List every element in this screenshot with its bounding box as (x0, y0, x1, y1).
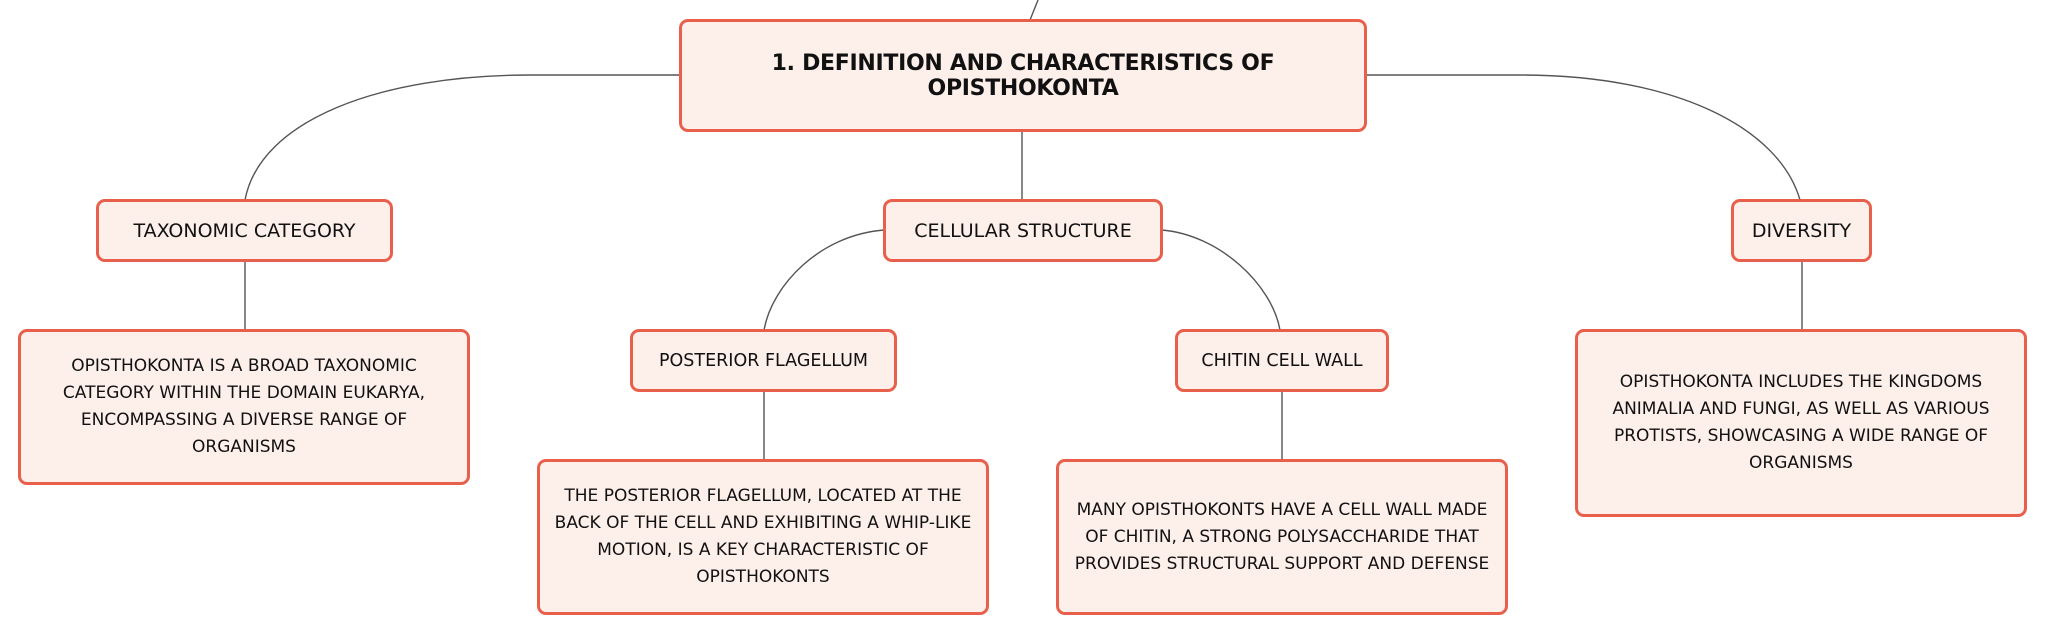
topic-diversity-label: DIVERSITY (1751, 219, 1852, 242)
subtopic-chitin-cell-wall[interactable]: CHITIN CELL WALL (1175, 329, 1389, 392)
root-node[interactable]: 1. DEFINITION AND CHARACTERISTICS OF OPI… (679, 19, 1367, 132)
topic-taxonomic-category[interactable]: TAXONOMIC CATEGORY (96, 199, 393, 262)
note-taxonomic-category-text: OPISTHOKONTA IS A BROAD TAXONOMIC CATEGO… (62, 356, 426, 457)
note-posterior-flagellum-text: THE POSTERIOR FLAGELLUM, LOCATED AT THE … (554, 486, 972, 587)
edge-root-to-taxonomic (244, 74, 680, 201)
subtopic-chitin-cell-wall-label: CHITIN CELL WALL (1201, 350, 1363, 371)
topic-cellular-structure[interactable]: CELLULAR STRUCTURE (883, 199, 1163, 262)
note-diversity[interactable]: OPISTHOKONTA INCLUDES THE KINGDOMS ANIMA… (1575, 329, 2027, 517)
edge-cellular-to-flagellum (763, 229, 885, 331)
topic-taxonomic-category-label: TAXONOMIC CATEGORY (133, 219, 356, 242)
edge-parent-to-root (1029, 0, 1039, 21)
topic-cellular-structure-label: CELLULAR STRUCTURE (914, 219, 1132, 242)
edge-cellular-to-chitin (1161, 229, 1281, 331)
note-posterior-flagellum[interactable]: THE POSTERIOR FLAGELLUM, LOCATED AT THE … (537, 459, 989, 615)
note-taxonomic-category[interactable]: OPISTHOKONTA IS A BROAD TAXONOMIC CATEGO… (18, 329, 470, 485)
subtopic-posterior-flagellum-label: POSTERIOR FLAGELLUM (658, 350, 869, 371)
root-label: 1. DEFINITION AND CHARACTERISTICS OF OPI… (771, 50, 1275, 101)
note-diversity-text: OPISTHOKONTA INCLUDES THE KINGDOMS ANIMA… (1612, 372, 1990, 473)
note-chitin-cell-wall[interactable]: MANY OPISTHOKONTS HAVE A CELL WALL MADE … (1056, 459, 1508, 615)
subtopic-posterior-flagellum[interactable]: POSTERIOR FLAGELLUM (630, 329, 897, 392)
topic-diversity[interactable]: DIVERSITY (1731, 199, 1872, 262)
edge-root-to-diversity (1366, 74, 1801, 201)
note-chitin-cell-wall-text: MANY OPISTHOKONTS HAVE A CELL WALL MADE … (1074, 499, 1490, 574)
